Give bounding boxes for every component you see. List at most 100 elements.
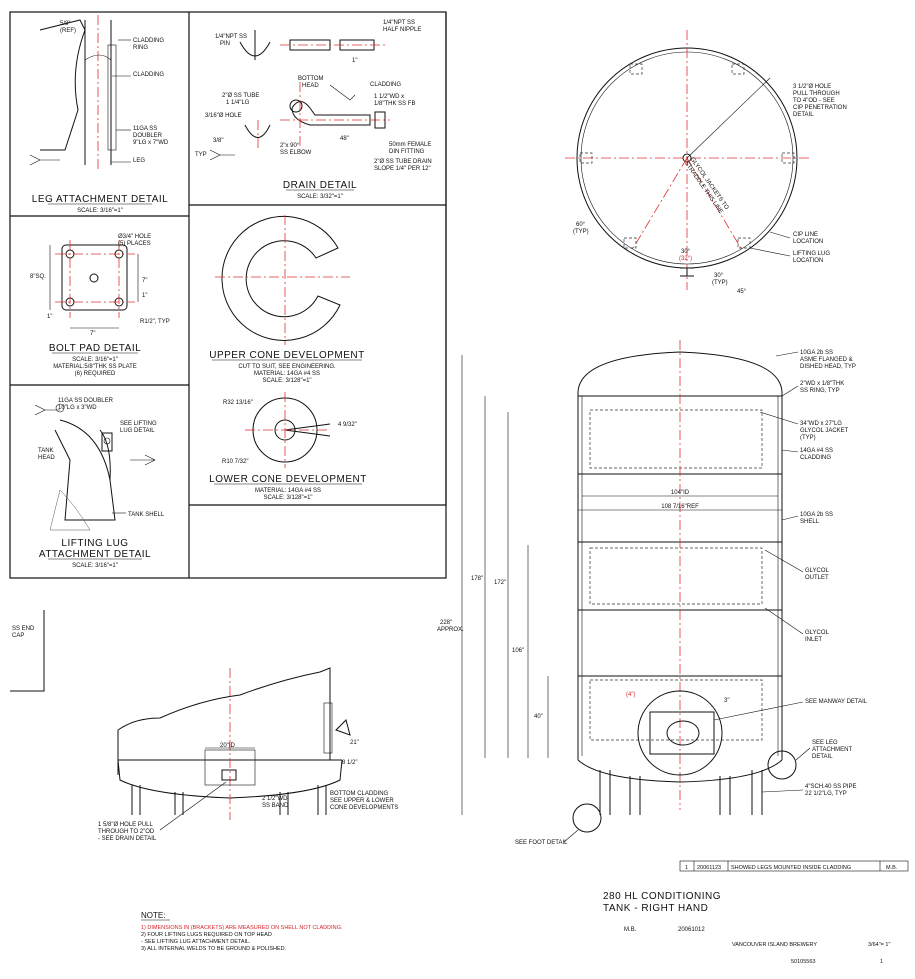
leg-label-doubler-3: 9"LG x 7"WD [133,140,169,146]
lug-scale: SCALE: 3/16"=1" [72,563,118,569]
tb-sheet: 1 [880,959,883,965]
elev-172: 172" [494,580,506,586]
lug-label-doubler-2: 10"LG x 3"WD [58,405,97,411]
elev-3: 3" [724,698,729,704]
drain-label-tube: 2"Ø SS TUBE [222,93,259,99]
title-block: 1 20061123 SHOWED LEGS MOUNTED INSIDE CL… [603,860,909,965]
bolt-title: BOLT PAD DETAIL [49,343,141,354]
note-2b: - SEE LIFTING LUG ATTACHMENT DETAIL. [141,939,251,945]
lower-cone-r10: R10 7/32" [222,459,248,465]
drain-label-slope: 2"Ø SS TUBE DRAIN [374,159,432,165]
bolt-label-r: R1/2", TYP [140,319,170,325]
leg-scale: SCALE: 3/16"=1" [77,208,123,214]
elev-r1: ASME FLANGED & [800,357,853,363]
lug-label-shell: TANK SHELL [128,512,165,518]
bv-hole-2: THROUGH TO 2"OD [98,829,155,835]
elev-r0: 10GA 2b SS [800,350,833,356]
drain-label-din: 50mm FEMALE [389,142,431,148]
bv-band: 2 1/2"WD [262,796,288,802]
upper-cone-note: CUT TO SUIT, SEE ENGINEERING. [238,364,336,370]
drain-label-typ: TYP [195,152,207,158]
plan-lug-2: LOCATION [793,258,823,264]
leg-label-leg: LEG [133,158,145,164]
upper-cone-scale: SCALE: 3/128"=1" [262,378,311,384]
upper-cone-title: UPPER CONE DEVELOPMENT [209,350,364,361]
leg-label-58: 5/8" [60,21,70,27]
bv-hole-1: 1 5/8"Ø HOLE PULL [98,822,153,828]
note-1: 1) DIMENSIONS IN (BRACKETS) ARE MEASURED… [141,925,343,931]
drain-label-1: 1/4"NPT SS [383,20,415,26]
plan-30b-typ: (TYP) [712,280,728,286]
lug-label-doubler: 11GA SS DOUBLER [58,398,114,404]
lifting-lug-detail: 11GA SS DOUBLER 10"LG x 3"WD SEE LIFTING… [34,398,165,569]
tb-drawn-by: M.B. [624,927,637,933]
elev-r12: GLYCOL [805,568,830,574]
bottom-view: SS END CAP 21" 20"ID 8 1/2" 2 1/2"WD SS … [10,610,398,842]
plan-cipline-2: LOCATION [793,239,823,245]
plan-30: 30° [681,249,691,255]
drain-label-tube-lg: 1 1/4"LG [226,100,250,106]
drain-detail: 1/4"NPT SS 1/4"NPT SS HALF NIPPLE PIN 1"… [195,20,432,200]
leg-label-ring: RING [133,45,148,51]
lower-cone-angle: 4 9/32" [338,422,357,428]
drain-label-2: HALF NIPPLE [383,27,421,33]
plan-45: 45° [737,289,747,295]
lower-cone-title: LOWER CONE DEVELOPMENT [209,474,367,485]
lug-label-see-2: LUG DETAIL [120,428,155,434]
elev-r19: DETAIL [812,754,833,760]
bolt-scale: SCALE: 3/16"=1" [72,357,118,363]
tb-client: VANCOUVER ISLAND BREWERY [732,942,817,948]
drain-label-48: 48" [340,136,349,142]
elev-104: 104"ID [671,490,690,496]
leg-title: LEG ATTACHMENT DETAIL [32,194,168,205]
upper-cone-material: MATERIAL: 14GA #4 SS [254,371,320,377]
elev-r20: 4"SCH.40 SS PIPE [805,784,857,790]
bv-cap: CAP [12,633,24,639]
plan-cip-3: TO 4"OD - SEE [793,98,835,104]
tb-drawn-date: 20061012 [678,927,705,933]
bolt-required: (6) REQUIRED [75,371,116,377]
drain-label-slope-2: SLOPE 1/4" PER 12" [374,166,431,172]
rev-initials: M.B. [886,865,898,871]
elev-r9: CLADDING [800,455,831,461]
drain-label-elbow-2: SS ELBOW [280,150,312,156]
plan-30b: 30° [714,273,724,279]
detail-grid [9,11,447,579]
lower-cone-material: MATERIAL: 14GA #4 SS [255,488,321,494]
notes-heading: NOTE: [141,911,165,920]
plan-cip-4: CIP PENETRATION [793,105,847,111]
lower-cone-detail: R32 13/16" 4 9/32" R10 7/32" LOWER CONE … [209,392,367,501]
elev-108: 108 7/16"REF [661,504,699,510]
elev-r21: 22 1/2"LG, TYP [805,791,847,797]
plan-lug-1: LIFTING LUG [793,251,830,257]
elev-foot: SEE FOOT DETAIL [515,840,568,846]
drain-label-elbow: 2"x 90° [280,143,300,149]
plan-cip-2: PULL THROUGH [793,91,840,97]
drain-label-0: 1/4"NPT SS [215,34,247,40]
elev-r16: SEE MANWAY DETAIL [805,699,868,705]
elev-r5: 34"WD x 27"LG [800,421,842,427]
elev-40: 40" [534,714,543,720]
bolt-material: MATERIAL:5/8"THK SS PLATE [53,364,137,370]
elevation-view: 104"ID 108 7/16"REF 228" APPROX. 178" 17… [437,340,868,846]
plan-60: 60° [576,222,586,228]
lower-cone-scale: SCALE: 3/128"=1" [263,495,312,501]
elev-r3: 2"WD x 1/8"THK [800,381,844,387]
leg-label-doubler-2: DOUBLER [133,133,163,139]
elev-r2: DISHED HEAD, TYP [800,364,856,370]
elev-r15: INLET [805,637,822,643]
bolt-label-sq: 8"SQ. [30,274,46,280]
drain-label-head: HEAD [302,83,319,89]
elev-106: 106" [512,648,524,654]
elev-r13: OUTLET [805,575,829,581]
elev-4: (4") [626,692,635,698]
elev-178: 178" [471,576,483,582]
bolt-pad-detail: Ø3/4" HOLE (5) PLACES 8"SQ. 7" 1" 1" 7" … [30,234,170,377]
drain-label-1in: 1" [352,58,357,64]
notes: NOTE: 1) DIMENSIONS IN (BRACKETS) ARE ME… [141,911,343,952]
elev-r6: GLYCOL JACKET [800,428,849,434]
plan-60-typ: (TYP) [573,229,589,235]
rev-number: 1 [685,865,688,871]
tb-scale: 3/64"= 1" [868,942,890,948]
